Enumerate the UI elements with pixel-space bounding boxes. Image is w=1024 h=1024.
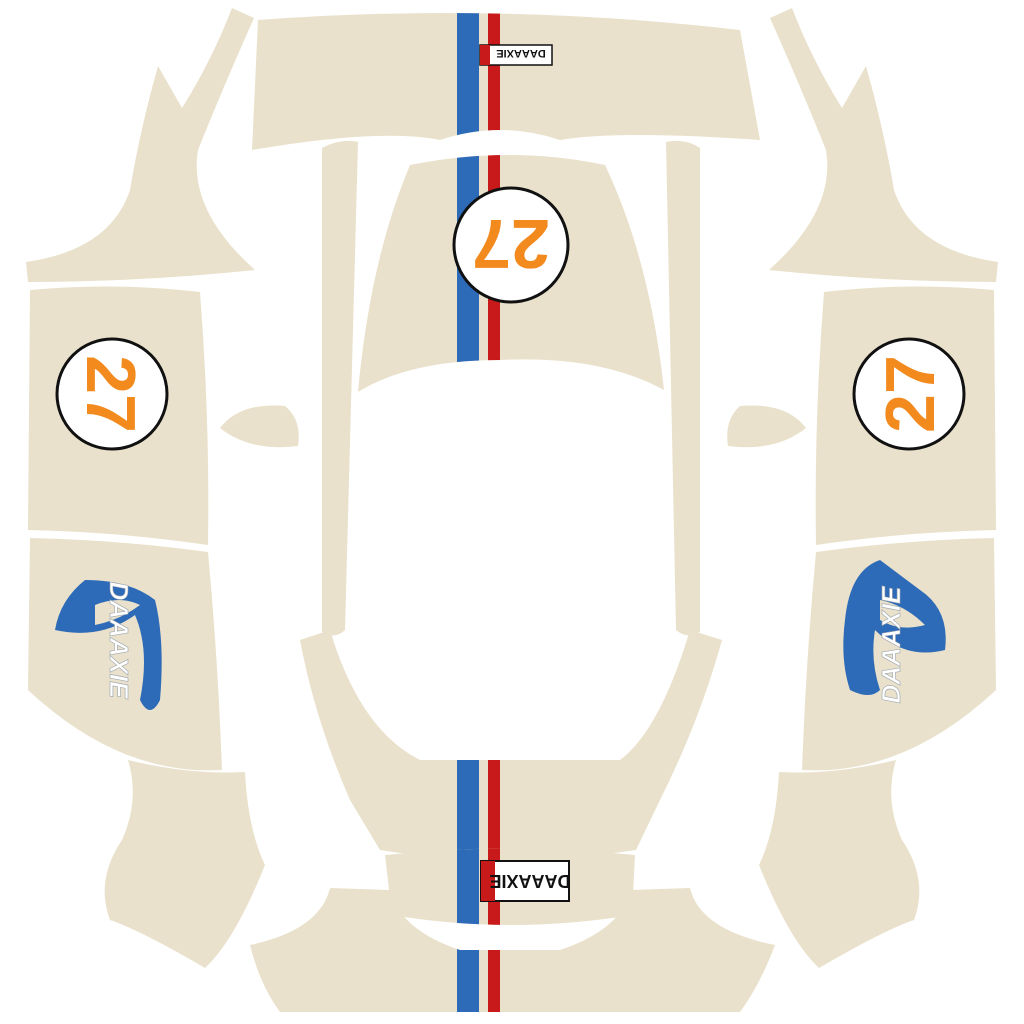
right-sponsor-logo: DAAAXIE — [843, 560, 946, 704]
mirror-left — [220, 405, 299, 448]
mirror-right — [727, 405, 806, 448]
a-pillar-right — [666, 140, 700, 636]
hood-race-number: 27 — [472, 205, 550, 283]
roof-sponsor-decal: DAAAXIE — [479, 44, 553, 66]
left-race-number: 27 — [72, 355, 150, 433]
roof-sponsor-text: DAAAXIE — [496, 47, 546, 59]
hood-roundel: 27 — [452, 186, 570, 304]
a-pillar-left — [322, 140, 358, 636]
right-front-fender — [769, 8, 998, 282]
left-rear-fender — [104, 760, 266, 968]
rear-stripes — [457, 760, 500, 860]
valance-stripes — [457, 940, 500, 1012]
roof-panel — [252, 12, 760, 150]
rear-sponsor-text: DAAAXIE — [489, 871, 570, 891]
left-front-fender — [26, 8, 255, 282]
rear-deck-panel — [300, 630, 722, 860]
left-door-roundel: 27 — [55, 337, 169, 451]
rear-sponsor-decal: DAAAXIE — [480, 860, 571, 902]
lower-valance-panel — [250, 888, 775, 1012]
roof-stripes — [457, 12, 500, 150]
right-sponsor-text: DAAAXIE — [876, 586, 906, 704]
right-door-roundel: 27 — [852, 337, 966, 451]
left-sponsor-logo: DAAAXIE — [55, 580, 162, 710]
right-race-number: 27 — [871, 355, 949, 433]
left-sponsor-text: DAAAXIE — [104, 581, 134, 699]
right-rear-fender — [759, 760, 920, 968]
